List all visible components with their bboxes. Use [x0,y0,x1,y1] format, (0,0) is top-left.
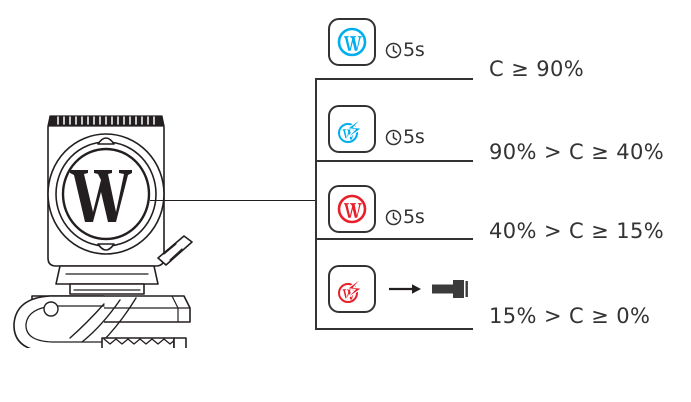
led-solid-blue-w-icon [328,18,376,66]
state-row-3 [328,265,471,313]
arrow-right-icon [388,282,422,296]
threshold-label-0: C ≥ 90% [489,57,585,81]
threshold-label-1: 90% > C ≥ 40% [489,140,665,164]
clock-icon [385,209,402,226]
charger-plug-icon [431,278,471,300]
timer-value: 5s [403,39,425,61]
led-solid-red-w-icon [328,185,376,233]
timer-0: 5s [385,23,425,61]
bracket-divider-4 [315,328,473,330]
clock-icon [385,129,402,146]
bracket-divider-1 [315,78,473,80]
state-row-0: 5s [328,18,425,66]
threshold-label-3: 15% > C ≥ 0% [489,304,651,328]
clock-icon [385,42,402,59]
led-blink-blue-w-bolt-icon [328,105,376,153]
timer-value: 5s [403,126,425,148]
led-blink-red-w-bolt-icon [328,265,376,313]
bracket-table [315,78,475,330]
timer-1: 5s [385,110,425,148]
product-illustration [8,108,208,348]
bracket-divider-2 [315,160,473,162]
timer-2: 5s [385,190,425,228]
state-row-2: 5s [328,185,425,233]
bracket-divider-3 [315,238,473,240]
leader-line [150,200,316,201]
threshold-label-2: 40% > C ≥ 15% [489,219,665,243]
timer-value: 5s [403,206,425,228]
state-row-1: 5s [328,105,425,153]
charge-action-group [388,278,471,300]
bracket-vertical-rule [315,78,317,330]
